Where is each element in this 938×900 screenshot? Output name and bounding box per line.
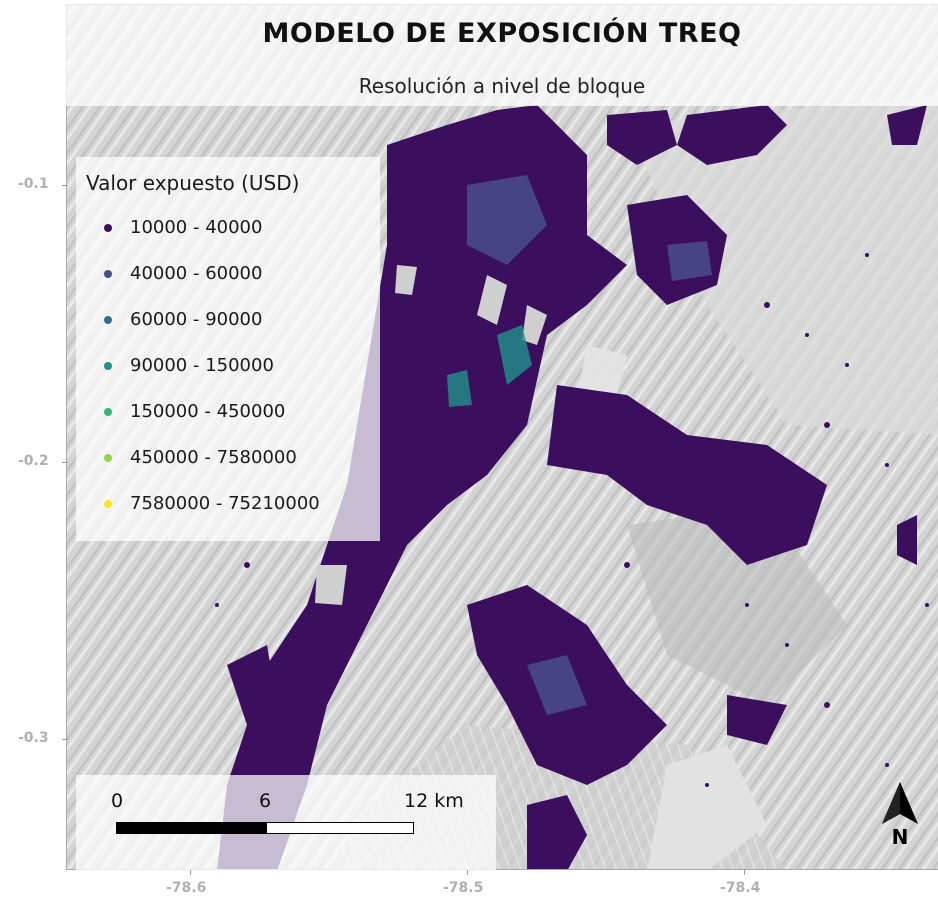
legend: Valor expuesto (USD) 10000 - 40000 40000…: [76, 157, 380, 541]
mid-value-blocks: [467, 175, 712, 715]
scalebar-black-segment: [116, 822, 266, 834]
high-value-blocks: [447, 325, 532, 407]
legend-item-label: 7580000 - 75210000: [130, 493, 320, 514]
legend-item-label: 150000 - 450000: [130, 401, 286, 422]
ridge: [627, 505, 847, 705]
legend-item-label: 60000 - 90000: [130, 309, 263, 330]
legend-dot-icon: [104, 269, 112, 278]
y-tick: [62, 739, 68, 740]
legend-item-label: 450000 - 7580000: [130, 447, 297, 468]
scalebar-white-segment: [266, 822, 414, 834]
scalebar-label-end: 12 km: [404, 790, 464, 812]
valley-area: [627, 95, 938, 435]
urban-footprint: [217, 105, 927, 869]
legend-item-label: 10000 - 40000: [130, 217, 263, 238]
x-tick-label: -78.4: [720, 880, 761, 896]
north-label: N: [892, 825, 909, 849]
x-tick: [190, 869, 191, 875]
legend-dot-icon: [104, 407, 112, 416]
map-title: MODELO DE EXPOSICIÓN TREQ: [262, 18, 742, 49]
legend-title: Valor expuesto (USD): [86, 171, 300, 195]
urban-gaps: [315, 265, 547, 605]
map-subtitle: Resolución a nivel de bloque: [358, 74, 646, 98]
scalebar-label-mid: 6: [259, 790, 272, 812]
title-panel: MODELO DE EXPOSICIÓN TREQ Resolución a n…: [66, 4, 938, 106]
legend-dot-icon: [104, 453, 112, 462]
y-tick-label: -0.1: [18, 176, 49, 192]
legend-item: 40000 - 60000: [104, 263, 262, 284]
legend-item: 90000 - 150000: [104, 355, 274, 376]
legend-dot-icon: [104, 223, 112, 232]
scalebar-label-start: 0: [111, 790, 124, 812]
y-tick: [62, 185, 68, 186]
y-tick-label: -0.2: [18, 453, 49, 469]
legend-dot-icon: [104, 499, 112, 508]
legend-dot-icon: [104, 315, 112, 324]
x-tick-label: -78.5: [443, 880, 484, 896]
x-tick-label: -78.6: [166, 880, 207, 896]
legend-item: 10000 - 40000: [104, 217, 262, 238]
legend-item-label: 40000 - 60000: [130, 263, 263, 284]
rural-blocks: [215, 253, 929, 787]
legend-item-label: 90000 - 150000: [130, 355, 274, 376]
legend-item: 7580000 - 75210000: [104, 493, 320, 514]
reservoir: [647, 745, 767, 869]
x-tick: [467, 869, 468, 875]
legend-item: 60000 - 90000: [104, 309, 262, 330]
legend-item: 150000 - 450000: [104, 401, 285, 422]
y-tick-label: -0.3: [18, 730, 49, 746]
y-tick: [62, 462, 68, 463]
north-arrow-icon: N: [878, 780, 922, 850]
x-tick: [744, 869, 745, 875]
legend-item: 450000 - 7580000: [104, 447, 297, 468]
legend-dot-icon: [104, 361, 112, 370]
